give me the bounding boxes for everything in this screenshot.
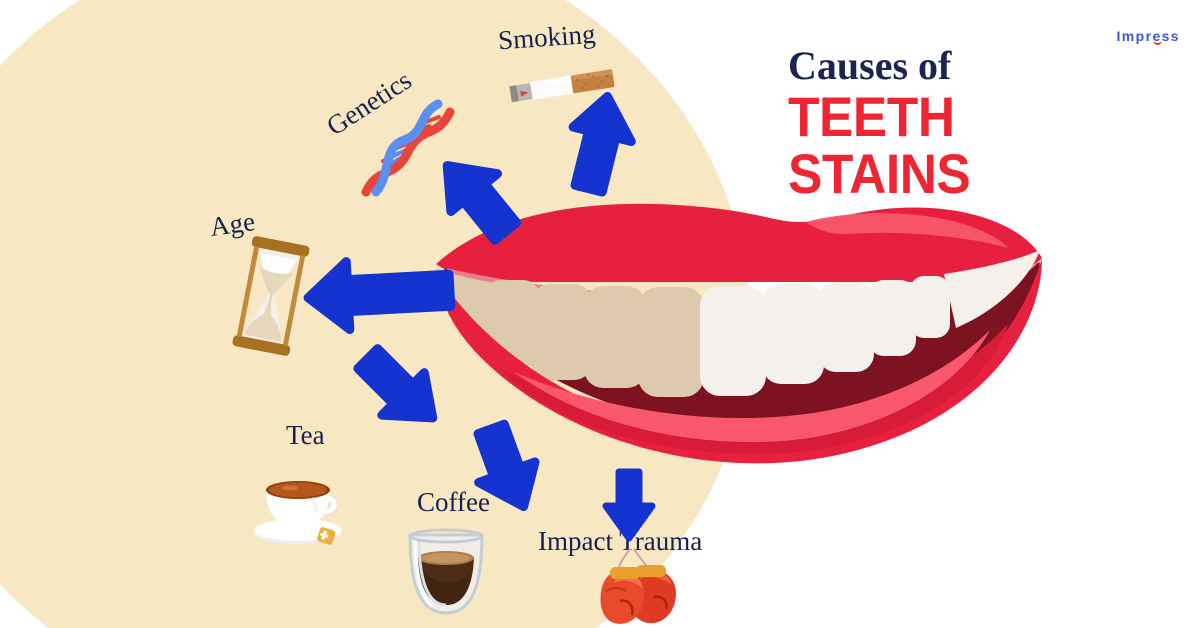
title-line-stains: STAINS bbox=[788, 141, 971, 205]
lower-lip-highlight bbox=[514, 330, 990, 443]
title-line-teeth: TEETH bbox=[788, 85, 955, 148]
impress-logo-text: Impress bbox=[1116, 28, 1180, 45]
label-coffee: Coffee bbox=[417, 487, 490, 517]
white-teeth-group bbox=[700, 250, 1040, 396]
coffee-glass-icon bbox=[402, 527, 490, 619]
title-line-causes-of: Causes of bbox=[788, 43, 952, 88]
arrow-to-impact-trauma bbox=[600, 466, 658, 542]
arrow-to-tea bbox=[353, 336, 470, 446]
dna-icon bbox=[352, 96, 464, 198]
teacup-icon bbox=[252, 467, 352, 547]
boxing-gloves-icon bbox=[596, 547, 684, 628]
glove-front bbox=[600, 567, 645, 624]
arrow-to-smoking bbox=[566, 91, 646, 198]
impress-logo[interactable]: Impress bbox=[1116, 28, 1180, 45]
page-title: Causes of TEETH STAINS bbox=[788, 46, 1168, 202]
mouth-graphic bbox=[428, 196, 1048, 468]
arrow-to-coffee bbox=[472, 418, 562, 518]
cigarette-icon bbox=[504, 66, 622, 106]
label-tea: Tea bbox=[286, 420, 325, 450]
hourglass-icon bbox=[230, 236, 312, 356]
arrow-to-genetics bbox=[424, 150, 536, 258]
upper-lip-highlight bbox=[806, 213, 1008, 248]
arrow-to-age bbox=[303, 250, 456, 338]
